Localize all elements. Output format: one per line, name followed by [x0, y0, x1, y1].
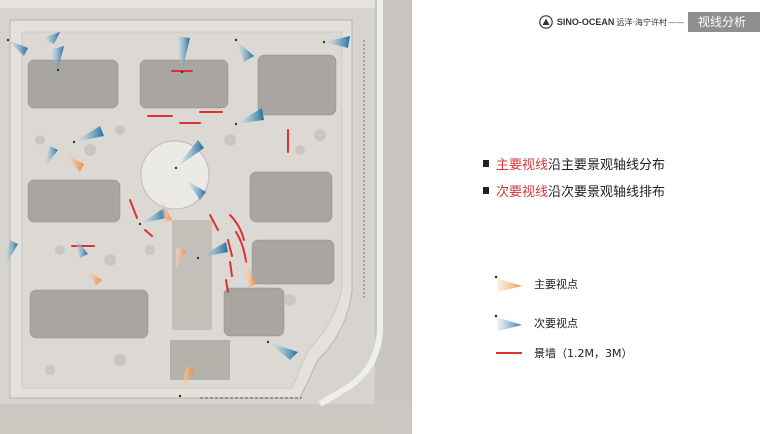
page-title: 视线分析	[687, 12, 760, 32]
bullet-highlight: 主要视线	[496, 158, 549, 173]
bullet-primary-sightline: 主要视线 沿主要景观轴线分布	[483, 154, 665, 173]
legend-landscape-wall: 景墙（1.2M，3M）	[494, 345, 632, 361]
page-header: SINO-OCEAN 远洋·海宁许村 —— 视线分析	[539, 11, 760, 33]
legend-primary-viewpoint: 主要视点	[494, 274, 578, 294]
secondary-viewpoints	[4, 32, 350, 360]
site-plan	[0, 0, 412, 434]
landscape-wall-icon	[496, 352, 522, 354]
legend-label: 次要视点	[534, 317, 578, 330]
legend-secondary-viewpoint: 次要视点	[494, 313, 578, 333]
primary-viewpoints	[64, 154, 256, 396]
secondary-viewpoint-icon	[494, 314, 522, 331]
brand-name: SINO-OCEAN	[556, 17, 615, 27]
primary-viewpoint-icon	[494, 275, 522, 292]
bullet-text: 沿次要景观轴线排布	[548, 185, 666, 200]
building-blocks	[27, 54, 337, 339]
bullet-square-icon	[483, 187, 489, 194]
sino-ocean-logo-icon	[539, 15, 553, 29]
bullet-highlight: 次要视线	[496, 185, 549, 200]
legend-label: 景墙（1.2M，3M）	[534, 347, 633, 360]
header-dash: ——	[667, 17, 684, 27]
bullet-secondary-sightline: 次要视线 沿次要景观轴线排布	[483, 181, 665, 200]
legend-label: 主要视点	[534, 278, 578, 291]
bullet-text: 沿主要景观轴线分布	[548, 158, 666, 173]
bullet-square-icon	[483, 160, 489, 167]
project-name: 远洋·海宁许村	[616, 17, 667, 27]
